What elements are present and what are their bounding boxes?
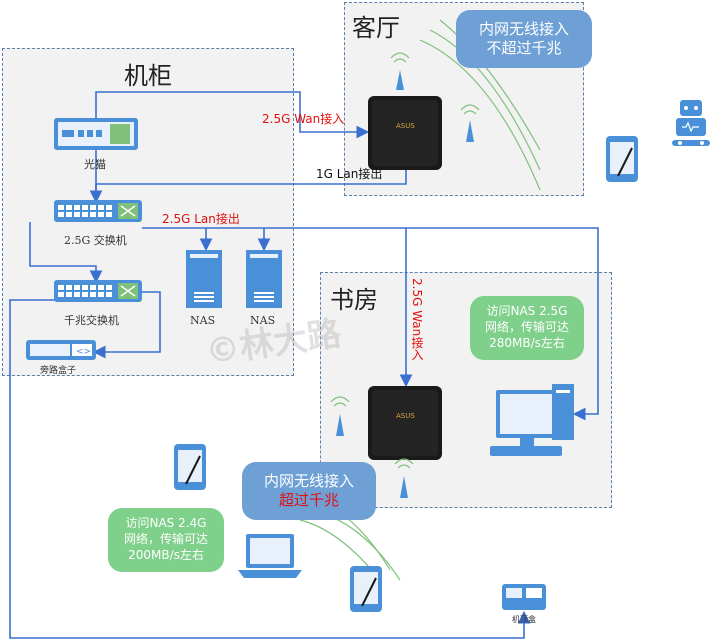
svg-text:ASUS: ASUS xyxy=(396,412,415,420)
bubble-line: 200MB/s左右 xyxy=(128,548,204,562)
tablet-icon xyxy=(606,136,638,182)
bubble-line: 不超过千兆 xyxy=(486,39,562,57)
bypass-box-label: 旁路盒子 xyxy=(40,366,77,376)
bubble-line: 超过千兆 xyxy=(278,491,339,509)
switch-25g-icon xyxy=(54,200,142,222)
living-router-icon: ASUS xyxy=(368,96,442,170)
link-bypass xyxy=(92,291,161,359)
link-switch-nas xyxy=(142,227,599,421)
lan-25g-out-label: 2.5G Lan接出 xyxy=(162,212,240,226)
nas-24g-bubble: 访问NAS 2.4G 网络，传输可达 200MB/s左右 xyxy=(108,508,224,572)
svg-text:ASUS: ASUS xyxy=(396,122,415,130)
robot-icon xyxy=(672,100,710,146)
tablet-icon xyxy=(350,566,382,612)
living-room-title: 客厅 xyxy=(352,14,400,42)
bubble-line: 280MB/s左右 xyxy=(489,336,565,350)
desktop-pc-icon xyxy=(490,384,574,456)
living-antenna-icon xyxy=(396,70,474,142)
nas2-label: NAS xyxy=(250,314,276,327)
switch-25g-label: 2.5G 交换机 xyxy=(64,234,127,247)
bubble-line: 访问NAS 2.5G xyxy=(486,304,568,318)
link-switch-gige xyxy=(29,222,103,284)
switch-1g-label: 千兆交换机 xyxy=(64,314,119,327)
settop-box-label: 机顶盒 xyxy=(512,615,536,624)
modem-icon xyxy=(54,118,138,150)
wan-25g-study-label: 2.5G Wan接入 xyxy=(410,278,424,361)
study-title: 书房 xyxy=(330,286,378,314)
bubble-line: 内网无线接入 xyxy=(263,472,354,490)
lan-1g-out-label: 1G Lan接出 xyxy=(316,167,383,181)
wan-25g-living-label: 2.5G Wan接入 xyxy=(262,112,345,126)
study-antenna-icon xyxy=(336,414,408,498)
nas2-icon xyxy=(246,250,282,308)
laptop-icon xyxy=(238,534,302,578)
tablet-icon xyxy=(174,444,206,490)
link-settop xyxy=(9,299,531,639)
switch-1g-icon xyxy=(54,280,142,302)
bubble-line: 网络，传输可达 xyxy=(123,532,208,546)
link-modem-living xyxy=(95,91,370,139)
nas1-label: NAS xyxy=(190,314,216,327)
living-wireless-bubble: 内网无线接入 不超过千兆 xyxy=(456,10,592,68)
nas1-icon xyxy=(186,250,222,308)
bubble-line: 网络，传输可达 xyxy=(484,320,569,334)
cabinet-title: 机柜 xyxy=(124,62,172,90)
bubble-line: 内网无线接入 xyxy=(478,20,569,38)
cabinet-region xyxy=(2,48,294,376)
living-wifi-waves xyxy=(390,19,541,191)
svg-text:<>: <> xyxy=(76,347,91,357)
study-router-icon: ASUS xyxy=(368,386,442,460)
nas-25g-bubble: 访问NAS 2.5G 网络，传输可达 280MB/s左右 xyxy=(470,296,584,360)
bubble-line: 访问NAS 2.4G xyxy=(125,516,207,530)
modem-label: 光猫 xyxy=(84,158,106,171)
settop-box-icon xyxy=(502,584,546,610)
study-wireless-bubble: 内网无线接入 超过千兆 xyxy=(242,462,376,520)
bypass-box-icon: <> xyxy=(26,340,96,360)
